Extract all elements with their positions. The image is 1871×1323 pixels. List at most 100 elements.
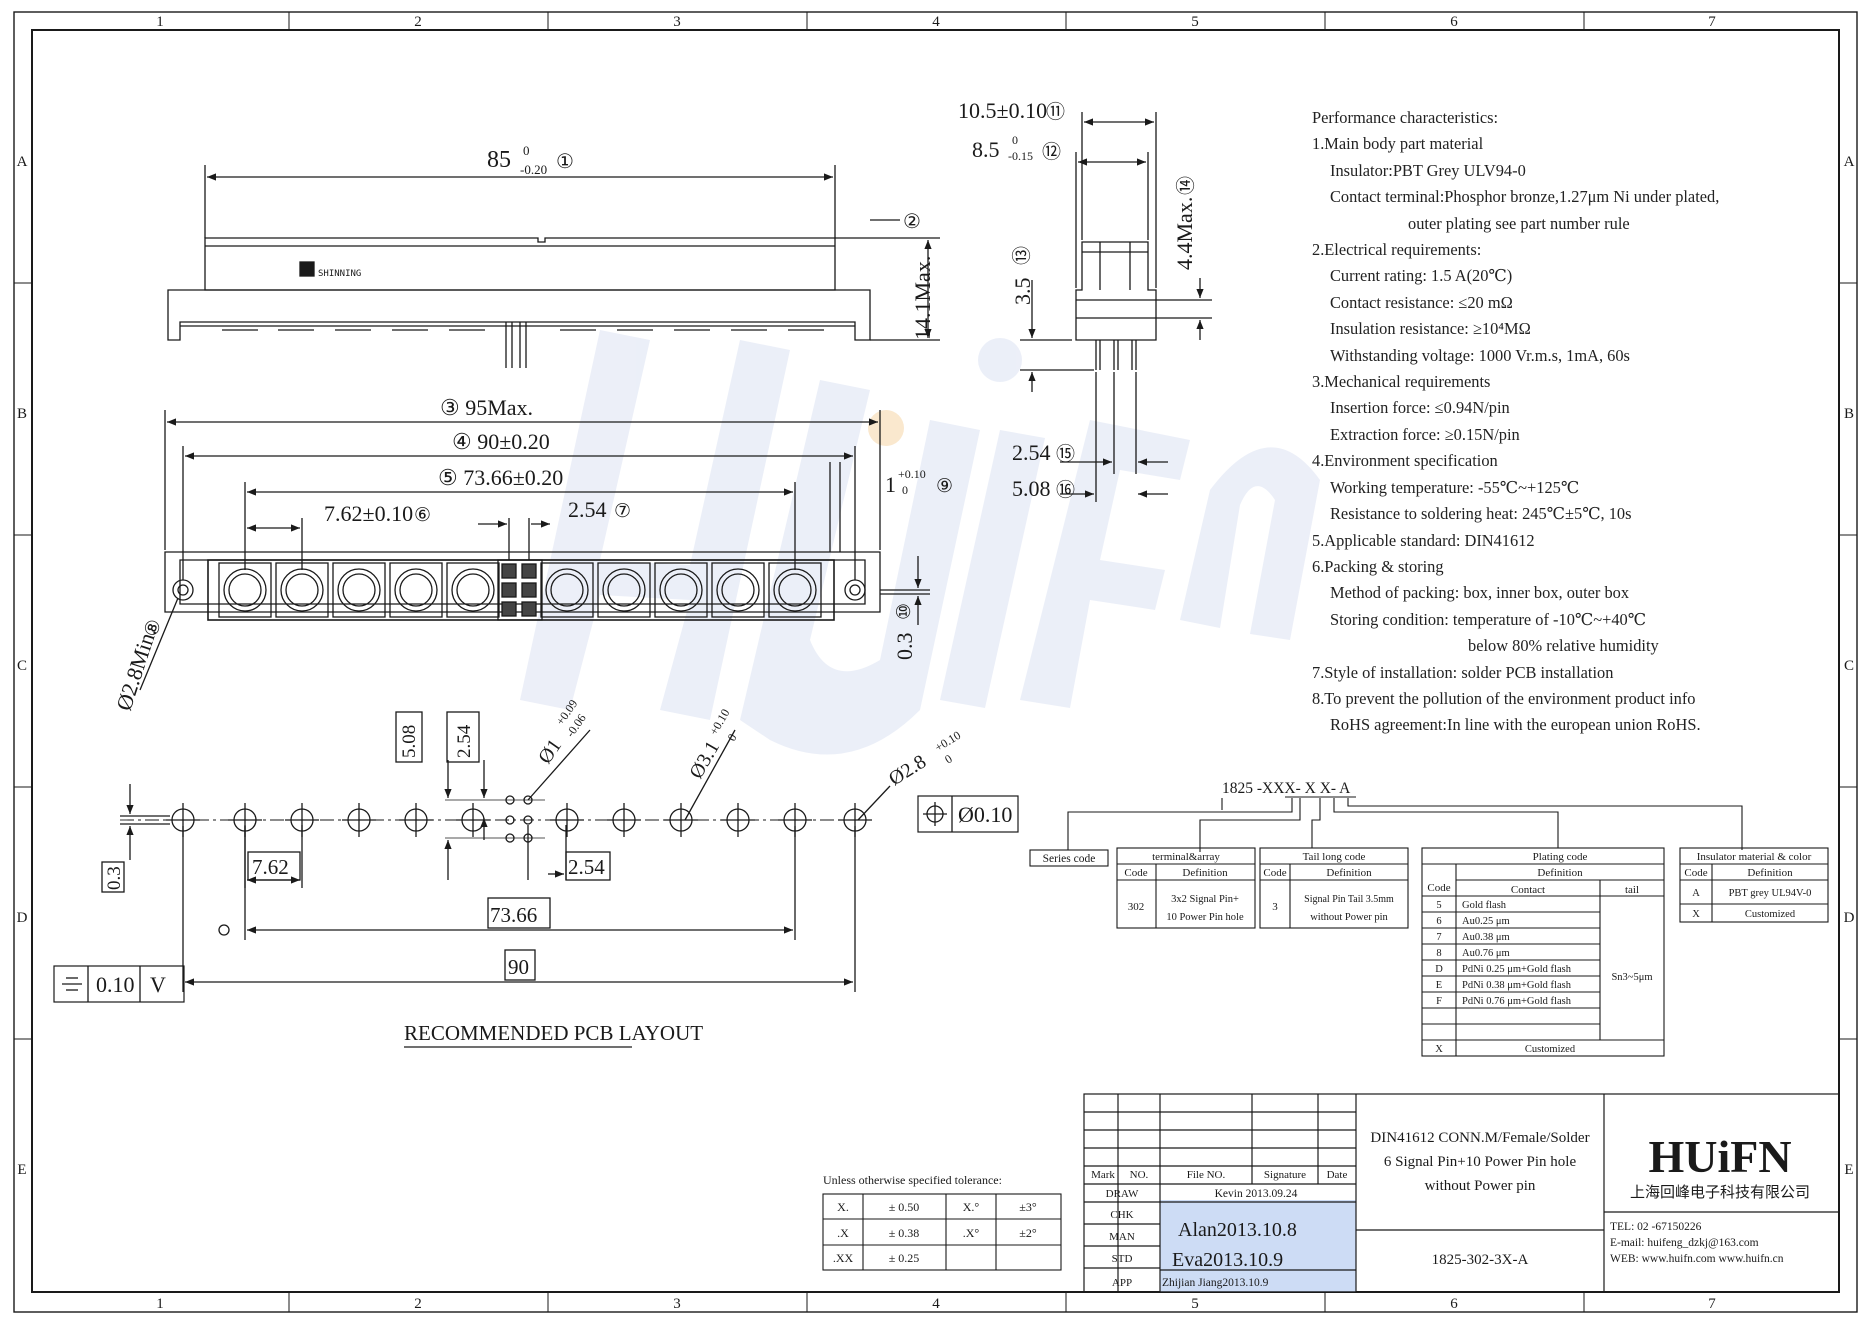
front-view [139, 410, 930, 691]
row-label: E [1844, 1162, 1853, 1178]
plating-tail-h: tail [1625, 884, 1639, 896]
col-label: 1 [156, 1296, 164, 1312]
row-label: C [17, 658, 27, 674]
terminal-code-h: Code [1124, 867, 1147, 879]
tol-cell: X.° [963, 1200, 980, 1214]
tol-cell: ±2° [1019, 1226, 1037, 1240]
pcb-title: RECOMMENDED PCB LAYOUT [404, 1021, 703, 1045]
title-block: Mark NO. File NO. Signature Date DRAW Ke… [1083, 1093, 1840, 1293]
col-label: 6 [1450, 1296, 1458, 1312]
tol-cell: ± 0.38 [889, 1226, 920, 1240]
performance-line: 8.To prevent the pollution of the enviro… [1312, 688, 1696, 708]
performance-line: Insertion force: ≤0.94N/pin [1330, 398, 1510, 418]
front-view-contacts [218, 562, 822, 618]
plating-code: E [1436, 980, 1442, 991]
ins-def: Customized [1745, 909, 1796, 920]
ins-def-h: Definition [1747, 867, 1793, 879]
company-email: E-mail: huifeng_dzkj@163.com [1610, 1237, 1759, 1249]
col-label: 4 [932, 14, 940, 30]
pos-tolerance: Ø0.10 [958, 802, 1012, 827]
performance-line: 5.Applicable standard: DIN41612 [1312, 530, 1535, 550]
ref-9: ⑨ [936, 476, 953, 497]
side-view-text: 10.5±0.10 ⑪ 8.5 0 -0.15 ⑫ 3.5 ⑬ 4.4Max. … [958, 98, 1197, 501]
performance-line: 3.Mechanical requirements [1312, 372, 1491, 392]
top-view [167, 165, 940, 368]
tb-chk-value: Alan2013.10.8 [1178, 1219, 1297, 1241]
pn-tail-table: Tail long code Code Definition 3 Signal … [1259, 847, 1409, 929]
contact-hole-inner [399, 573, 433, 607]
dim-73-66: ⑤ 73.66±0.20 [438, 465, 563, 490]
tb-app-value: Zhijian Jiang2013.10.9 [1162, 1277, 1269, 1289]
contact-cell [275, 562, 329, 618]
plating-def: Au0.76 μm [1462, 948, 1510, 959]
col-label: 2 [414, 14, 422, 30]
col-label: 5 [1191, 14, 1199, 30]
performance-line: Insulation resistance: ≥10⁴MΩ [1330, 319, 1531, 339]
performance-line: 4.Environment specification [1312, 451, 1498, 471]
contact-cell [218, 562, 272, 618]
contact-hole-inner [721, 573, 755, 607]
plating-code: D [1435, 964, 1443, 975]
pn-plating-table: Plating code Code Definition Contact tai… [1421, 847, 1665, 1057]
col-label: 3 [673, 1296, 681, 1312]
dim-hole-3-low: 0 [942, 751, 955, 766]
tb-desc-3: without Power pin [1425, 1178, 1536, 1194]
dim-7-62-pcb: 7.62 [252, 855, 289, 879]
tb-part-no: 1825-302-3X-A [1432, 1252, 1529, 1268]
row-label: A [1844, 154, 1855, 170]
ref-11: ⑪ [1046, 101, 1065, 123]
dim-hole-3-up: +0.10 [932, 728, 963, 755]
ref-14: ⑭ [1175, 176, 1197, 195]
plating-code: 5 [1436, 900, 1441, 911]
pcb-layout-text: RECOMMENDED PCB LAYOUT 5.08 2.54 Ø1 +0.0… [96, 697, 1012, 1048]
frame-labels: 1 2 3 4 5 6 7 1 2 3 4 5 6 7 A B C D E A … [17, 14, 1855, 1312]
dim-95: ③ 95Max. [440, 395, 533, 420]
contact-cell [332, 562, 386, 618]
tol-cell: .X [837, 1226, 849, 1240]
ref-12: ⑫ [1042, 141, 1061, 163]
contact-hole-inner [456, 573, 490, 607]
performance-line: 7.Style of installation: solder PCB inst… [1312, 662, 1614, 682]
ref-2: ② [903, 211, 921, 233]
terminal-code: 302 [1128, 901, 1145, 913]
dim-2-54: 2.54 [568, 497, 607, 522]
dim-4-4: 4.4Max. [1172, 197, 1197, 270]
row-label: E [17, 1162, 26, 1178]
tb-draw-label: DRAW [1106, 1188, 1139, 1200]
company-tel: TEL: 02 -67150226 [1610, 1221, 1702, 1233]
contact-cell [711, 562, 765, 618]
contact-cell [654, 562, 708, 618]
ins-def: PBT grey UL94V-0 [1729, 888, 1812, 899]
ins-code: A [1692, 888, 1700, 899]
terminal-def-h: Definition [1182, 867, 1228, 879]
contact-hole [337, 568, 381, 612]
row-label: B [1844, 406, 1854, 422]
company-web: WEB: www.huifn.com www.huifn.cn [1610, 1253, 1784, 1265]
col-label: 5 [1191, 1296, 1199, 1312]
tail-title: Tail long code [1303, 851, 1366, 863]
plating-contact-h: Contact [1511, 884, 1545, 896]
plating-def: Gold flash [1462, 900, 1507, 911]
pn-terminal-table: terminal&array Code Definition 302 3x2 S… [1116, 847, 1256, 929]
tb-std-value: Eva2013.10.9 [1172, 1249, 1283, 1271]
datum-v: V [150, 972, 166, 997]
top-view-pins [505, 322, 527, 368]
plating-last-def: Customized [1525, 1044, 1576, 1055]
plating-def-h: Definition [1537, 867, 1583, 879]
dim-10-5: 10.5±0.10 [958, 98, 1047, 123]
tb-desc-2: 6 Signal Pin+10 Power Pin hole [1384, 1154, 1577, 1170]
performance-line: Extraction force: ≥0.15N/pin [1330, 424, 1520, 444]
contact-cell [597, 562, 651, 618]
signature-highlight [1160, 1200, 1356, 1292]
plating-def: Au0.38 μm [1462, 932, 1510, 943]
pn-series: Series code [1029, 849, 1109, 867]
ref-7: ⑦ [614, 501, 631, 522]
plating-def: Au0.25 μm [1462, 916, 1510, 927]
row-label: D [1844, 910, 1855, 926]
tol-cell: X. [837, 1200, 849, 1214]
plating-def: PdNi 0.25 μm+Gold flash [1462, 964, 1572, 975]
pn-insulator-table: Insulator material & color Code Definiti… [1679, 847, 1829, 923]
col-label: 6 [1450, 14, 1458, 30]
row-label: D [17, 910, 28, 926]
performance-line: outer plating see part number rule [1408, 213, 1630, 233]
